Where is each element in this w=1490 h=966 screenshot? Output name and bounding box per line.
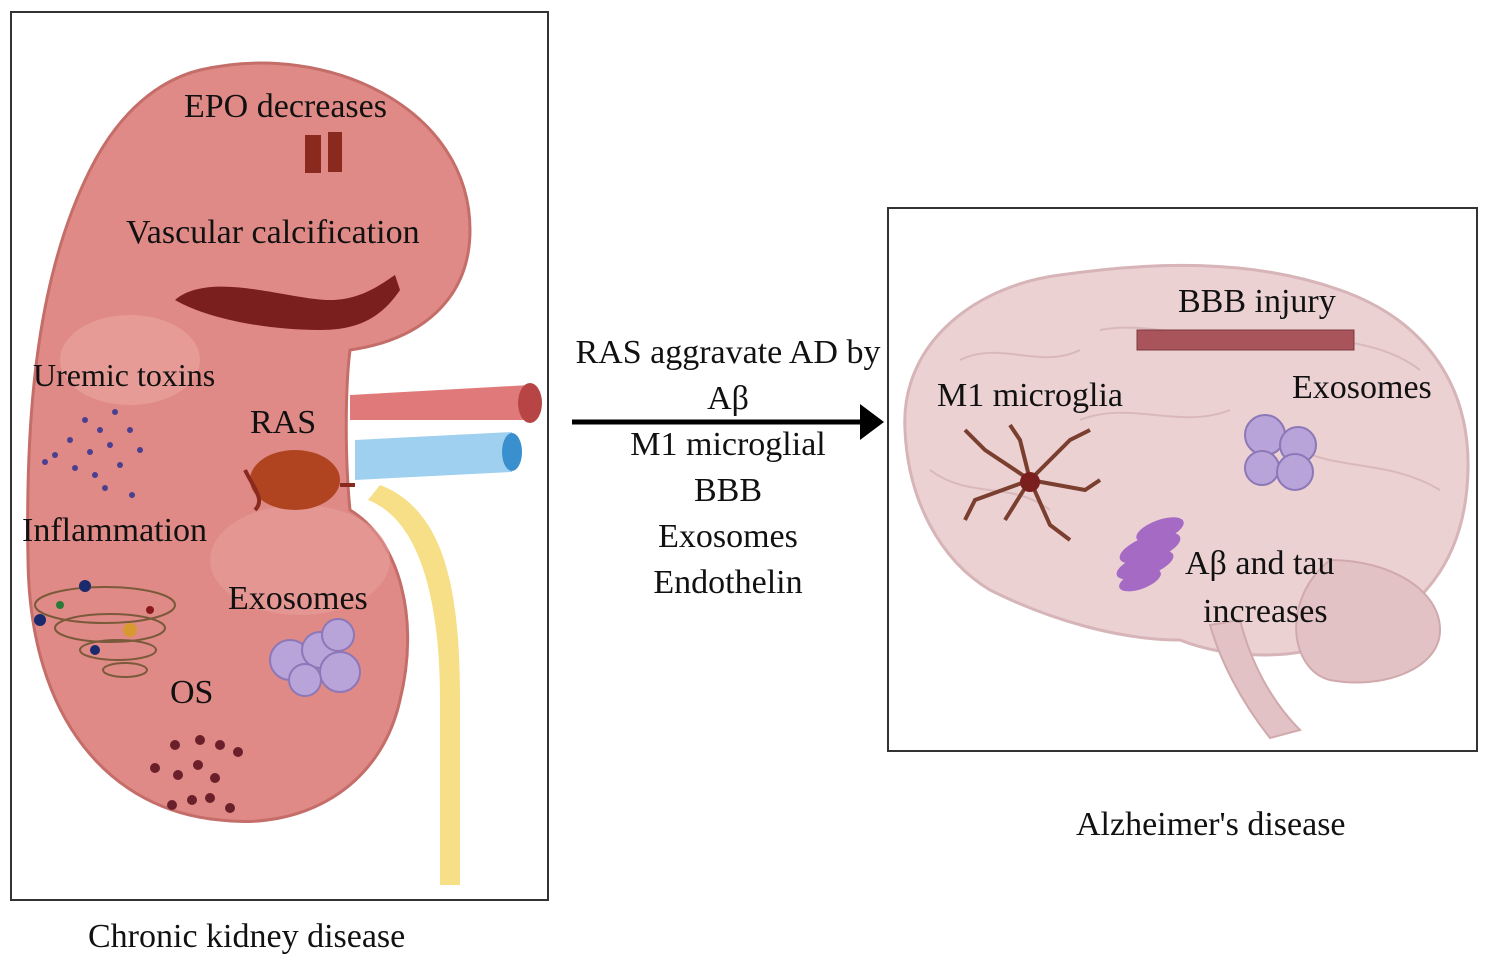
kidney-exosomes (269, 618, 361, 697)
abeta-tau-label-2: increases (1203, 593, 1328, 630)
calcified-vessel (175, 275, 400, 330)
ras-label: RAS (250, 404, 317, 441)
renal-artery (350, 385, 530, 420)
inflammation-dots (34, 580, 154, 655)
arrow-head (860, 404, 884, 440)
os-dots (150, 735, 243, 813)
ras-glomerulus (250, 450, 340, 510)
microglia-processes (963, 423, 1102, 542)
brain-caption: Alzheimer's disease (1076, 806, 1346, 843)
microglia-nucleus (1020, 472, 1040, 492)
cerebrum (903, 263, 1470, 657)
vein-opening (502, 433, 522, 471)
mechanism-line-1: RAS aggravate AD by (575, 334, 881, 371)
brain-exosomes (1244, 414, 1317, 491)
abeta-tau-label-1: Aβ and tau (1185, 545, 1335, 582)
cerebellum (1295, 558, 1442, 684)
uremic-dots (42, 409, 143, 498)
renal-vein (355, 432, 512, 480)
kidney-body (26, 61, 472, 823)
mechanism-list: M1 microglial BBB Exosomes Endothelin (558, 422, 898, 606)
kidney-caption: Chronic kidney disease (88, 918, 406, 955)
mechanism-line-6: Endothelin (653, 564, 803, 601)
inflammation-swirl (34, 586, 176, 678)
kidney-lobe (60, 315, 200, 405)
epo-label: EPO decreases (184, 88, 387, 125)
brainstem (1208, 618, 1302, 740)
mechanism-text: RAS aggravate AD by Aβ (558, 330, 898, 422)
epo-shape (305, 135, 321, 173)
artery-opening (518, 383, 542, 423)
kidney-exosomes-label: Exosomes (228, 580, 368, 617)
brain-exosomes-label: Exosomes (1292, 369, 1432, 406)
ureter-shape (368, 485, 460, 885)
mechanism-line-5: Exosomes (658, 518, 798, 555)
m1-microglia-label: M1 microglia (937, 377, 1124, 414)
amyloid-plaque (1116, 517, 1184, 592)
ras-vessels (243, 469, 355, 512)
bbb-injury-label: BBB injury (1178, 283, 1336, 320)
bbb-strip (1136, 329, 1355, 351)
inflammation-label: Inflammation (22, 512, 208, 549)
kidney-lobe (210, 505, 390, 615)
mechanism-line-3: M1 microglial (630, 426, 826, 463)
vascular-calcification-label: Vascular calcification (126, 214, 420, 251)
uremic-toxins-label: Uremic toxins (33, 357, 216, 393)
os-label: OS (170, 674, 214, 711)
mechanism-line-4: BBB (693, 472, 763, 509)
mechanism-line-2: Aβ (707, 380, 749, 417)
epo-shape (328, 132, 342, 172)
